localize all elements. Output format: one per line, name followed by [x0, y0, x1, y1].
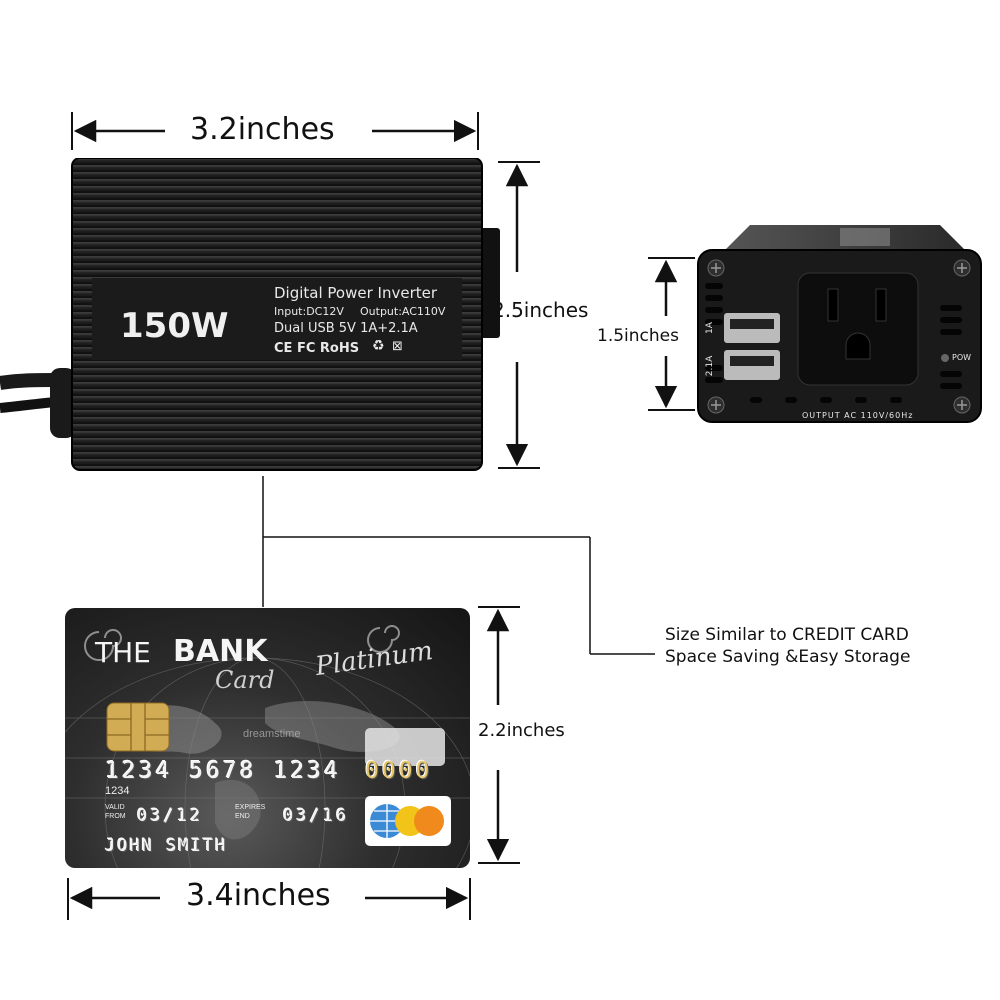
usb-top-label: 1A	[704, 322, 715, 334]
caption-line-2: Space Saving &Easy Storage	[665, 647, 911, 667]
card-watermark: dreamstime	[243, 728, 301, 740]
power-led-icon	[941, 354, 949, 362]
height-arrow-card	[478, 606, 520, 864]
caption-line-1: Size Similar to CREDIT CARD	[665, 625, 909, 645]
power-label: POW	[952, 353, 972, 362]
expires-label-2: END	[235, 813, 250, 820]
usb-bottom-label: 2.1A	[705, 355, 716, 377]
inverter-output: Output:AC110V	[360, 305, 446, 318]
inverter-title: Digital Power Inverter	[274, 284, 438, 302]
height-arrow-front	[648, 257, 695, 411]
valid-from-date: 03/12	[137, 806, 204, 826]
hologram-icon	[365, 728, 445, 766]
connector-lines	[262, 476, 655, 655]
front-panel-graphic	[697, 225, 982, 423]
height-arrow-inverter	[498, 161, 540, 469]
card-graphic	[65, 625, 470, 868]
recycle-icon: ♻	[372, 338, 385, 354]
expires-label-1: EXPIRES	[235, 804, 266, 811]
label-card-width: 3.4inches	[186, 878, 331, 913]
valid-from-label-1: VALID	[105, 804, 125, 811]
card-bank-prefix: THE	[95, 636, 151, 669]
inverter-top-view: 150W Digital Power Inverter Input:DC12V …	[0, 157, 500, 478]
card-bank-name: BANK	[173, 634, 268, 669]
inverter-input: Input:DC12V	[274, 305, 344, 318]
usb-port-icons	[724, 313, 780, 380]
inverter-certifications: CE FC RoHS	[274, 341, 360, 356]
card-number: 1234 5678 1234	[105, 758, 341, 784]
card-network-logo-icon	[365, 796, 451, 846]
credit-card: THE BANK Platinum Card dreamstime 1234 5…	[65, 608, 470, 868]
screw-icons	[707, 259, 971, 414]
size-caption: Size Similar to CREDIT CARD Space Saving…	[665, 624, 965, 668]
valid-from-label-2: FROM	[105, 813, 126, 820]
ac-outlet-icon	[797, 272, 919, 386]
inverter-front-view: 1A 2.1A POW OUTPUT AC 110V/60Hz	[690, 225, 985, 425]
label-inverter-height: 2.5inches	[492, 298, 589, 322]
expires-date: 03/16	[283, 806, 350, 826]
chip-icon	[106, 702, 170, 752]
card-small-number: 1234	[105, 785, 130, 797]
card-number-tail: 0000	[365, 758, 433, 784]
label-front-height: 1.5inches	[597, 326, 679, 346]
inverter-body-graphic	[0, 157, 500, 471]
bin-icon: ⊠	[392, 339, 403, 354]
card-holder-name: JOHN SMITH	[105, 836, 228, 856]
label-card-height: 2.2inches	[478, 720, 565, 741]
inverter-wattage: 150W	[120, 306, 229, 346]
width-arrow-top	[71, 112, 479, 150]
output-label: OUTPUT AC 110V/60Hz	[802, 411, 914, 420]
width-arrow-bottom	[67, 878, 471, 920]
card-word: Card	[215, 666, 275, 694]
label-inverter-width: 3.2inches	[190, 112, 335, 147]
inverter-usb-spec: Dual USB 5V 1A+2.1A	[274, 321, 418, 336]
